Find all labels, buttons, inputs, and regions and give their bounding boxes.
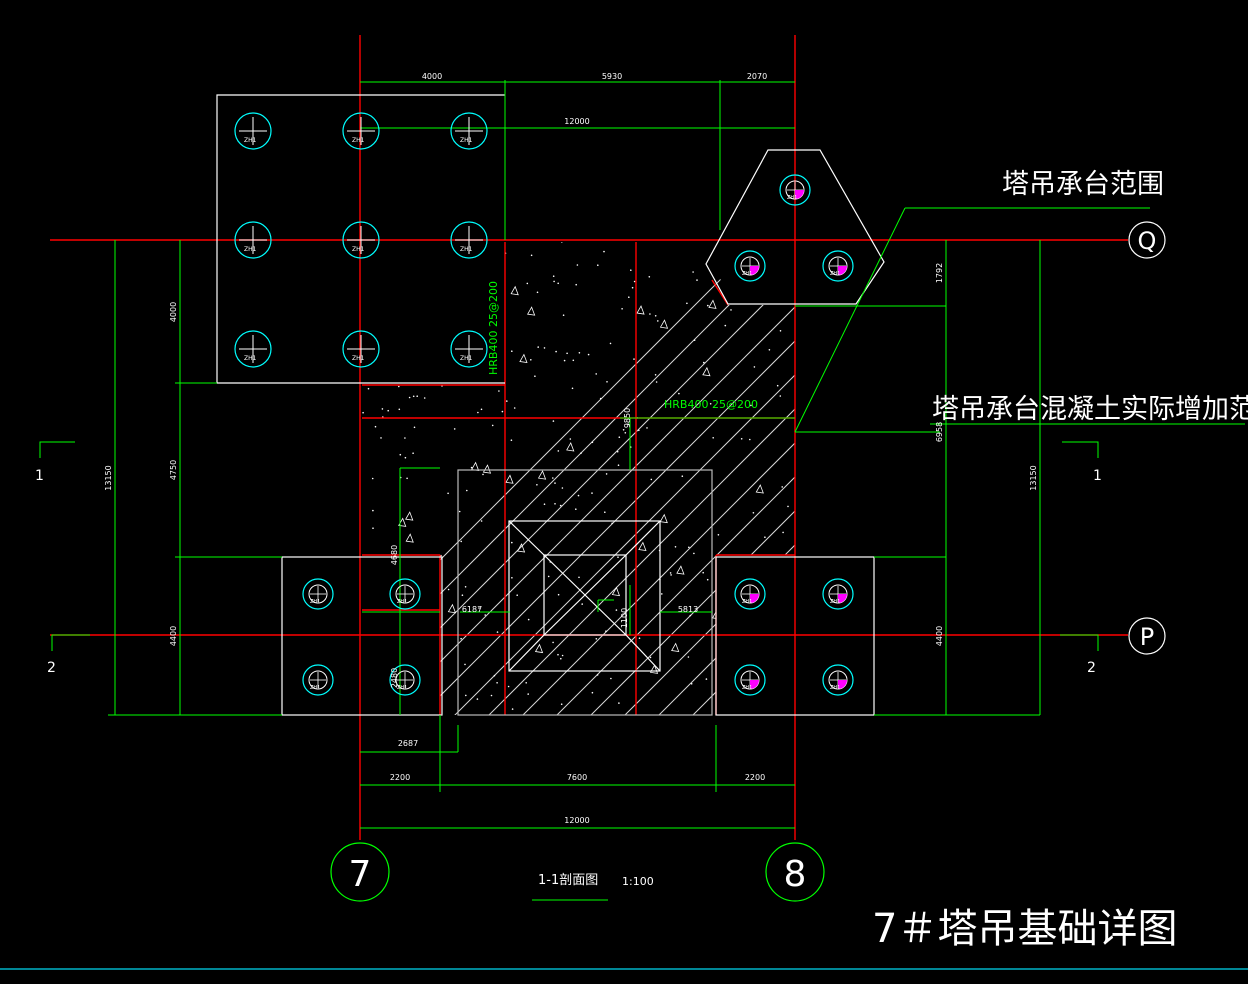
pile-tag: ZH1 <box>460 355 473 362</box>
dim-right-13150: 13150 <box>1029 465 1038 490</box>
dim-inner-2480: 2480 <box>390 668 399 688</box>
dim-bottom-2200-left: 2200 <box>390 773 410 782</box>
pile: ZH1 <box>822 578 854 610</box>
dim-inner-6187: 6187 <box>462 605 482 614</box>
pile-tag: ZH1 <box>310 599 320 605</box>
column-inner <box>543 554 627 636</box>
dim-bottom-7600: 7600 <box>567 773 587 782</box>
pile-tag: ZH1 <box>460 246 473 253</box>
dim-top-4000: 4000 <box>422 72 442 81</box>
pile: ZH1 <box>450 112 488 150</box>
pile: ZH1 <box>450 330 488 368</box>
pile-tag: ZH1 <box>742 685 752 691</box>
pile-tag: ZH1 <box>310 685 320 691</box>
dim-top-2070: 2070 <box>747 72 767 81</box>
rebar-vertical-label: HRB400 25@200 <box>487 281 500 375</box>
pile: ZH1 <box>779 174 811 206</box>
dim-bottom-12000: 12000 <box>564 816 589 825</box>
hexagon-platform <box>705 149 885 305</box>
crane-platform-range-label: 塔吊承台范围 <box>1002 169 1164 200</box>
dim-bottom-2687: 2687 <box>398 739 418 748</box>
concrete-increase-range-label: 塔吊承台混凝土实际增加范围 <box>932 394 1248 425</box>
pile-tag: ZH1 <box>460 137 473 144</box>
pile-tag: ZH1 <box>742 271 752 277</box>
pile: ZH1 <box>734 664 766 696</box>
red-grid-lines <box>50 35 1128 840</box>
pile: ZH1 <box>234 112 272 150</box>
left-platform-outline <box>216 94 505 384</box>
pile-tag: ZH1 <box>830 685 840 691</box>
pile-tag: ZH1 <box>787 195 797 201</box>
pile: ZH1 <box>234 330 272 368</box>
dim-top-12000: 12000 <box>564 117 589 126</box>
pile: ZH1 <box>822 250 854 282</box>
pile-tag: ZH1 <box>352 246 365 253</box>
left-bottom-platform <box>281 556 443 716</box>
axis-label-8: 8 <box>784 854 807 895</box>
column-outer <box>508 520 661 672</box>
pile: ZH1 <box>342 221 380 259</box>
pile: ZH1 <box>342 112 380 150</box>
white-outlines <box>216 94 885 716</box>
section-scale: 1:100 <box>622 875 654 888</box>
dim-bottom-2200-right: 2200 <box>745 773 765 782</box>
dim-left-4000: 4000 <box>169 302 178 322</box>
axis-bubble-8 <box>765 842 825 902</box>
right-bottom-platform <box>715 556 875 716</box>
dim-top-5930: 5930 <box>602 72 622 81</box>
axis-bubble-7 <box>330 842 390 902</box>
pile-tag: ZH1 <box>397 599 407 605</box>
pile: ZH1 <box>389 578 421 610</box>
axis-label-7: 7 <box>349 854 372 895</box>
section-mark-left-1: 1 <box>35 468 44 484</box>
dim-left-4750: 4750 <box>169 460 178 480</box>
pile-tag: ZH1 <box>244 137 257 144</box>
pile-tag: ZH1 <box>397 685 407 691</box>
pile: ZH1 <box>234 221 272 259</box>
dim-inner-5813: 5813 <box>678 605 698 614</box>
pile: ZH1 <box>302 578 334 610</box>
dim-right-4400: 4400 <box>935 626 944 646</box>
section-mark-left-2: 2 <box>47 660 56 676</box>
pile-tag: ZH1 <box>830 271 840 277</box>
dim-left-4400: 4400 <box>169 626 178 646</box>
dim-inner-9850: 9850 <box>623 408 632 428</box>
green-dimension-lines <box>39 80 1245 901</box>
axis-label-p: P <box>1140 623 1154 651</box>
dim-left-13150: 13150 <box>104 465 113 490</box>
pile: ZH1 <box>450 221 488 259</box>
pile-tag: ZH1 <box>244 246 257 253</box>
axis-bubble-q <box>1128 221 1166 259</box>
pile-tag: ZH1 <box>244 355 257 362</box>
axis-label-q: Q <box>1138 227 1157 255</box>
drawing-title: 7＃塔吊基础详图 <box>872 906 1177 952</box>
section-title: 1-1剖面图 <box>538 873 598 888</box>
pile: ZH1 <box>734 250 766 282</box>
pile-tag: ZH1 <box>352 355 365 362</box>
dim-inner-1100: 1100 <box>620 608 629 628</box>
pile: ZH1 <box>389 664 421 696</box>
pile-tag: ZH1 <box>352 137 365 144</box>
pile-tag: ZH1 <box>830 599 840 605</box>
dim-right-1792: 1792 <box>935 263 944 283</box>
pile: ZH1 <box>822 664 854 696</box>
rebar-horizontal-label: HRB400 25@200 <box>664 398 758 411</box>
pile: ZH1 <box>734 578 766 610</box>
axis-bubble-p <box>1128 617 1166 655</box>
pile-tag: ZH1 <box>742 599 752 605</box>
section-mark-right-2: 2 <box>1087 660 1096 676</box>
pile: ZH1 <box>342 330 380 368</box>
dim-right-6958: 6958 <box>935 422 944 442</box>
pit-outline <box>457 469 713 716</box>
pile: ZH1 <box>302 664 334 696</box>
dim-inner-4680: 4680 <box>390 545 399 565</box>
section-mark-right-1: 1 <box>1093 468 1102 484</box>
